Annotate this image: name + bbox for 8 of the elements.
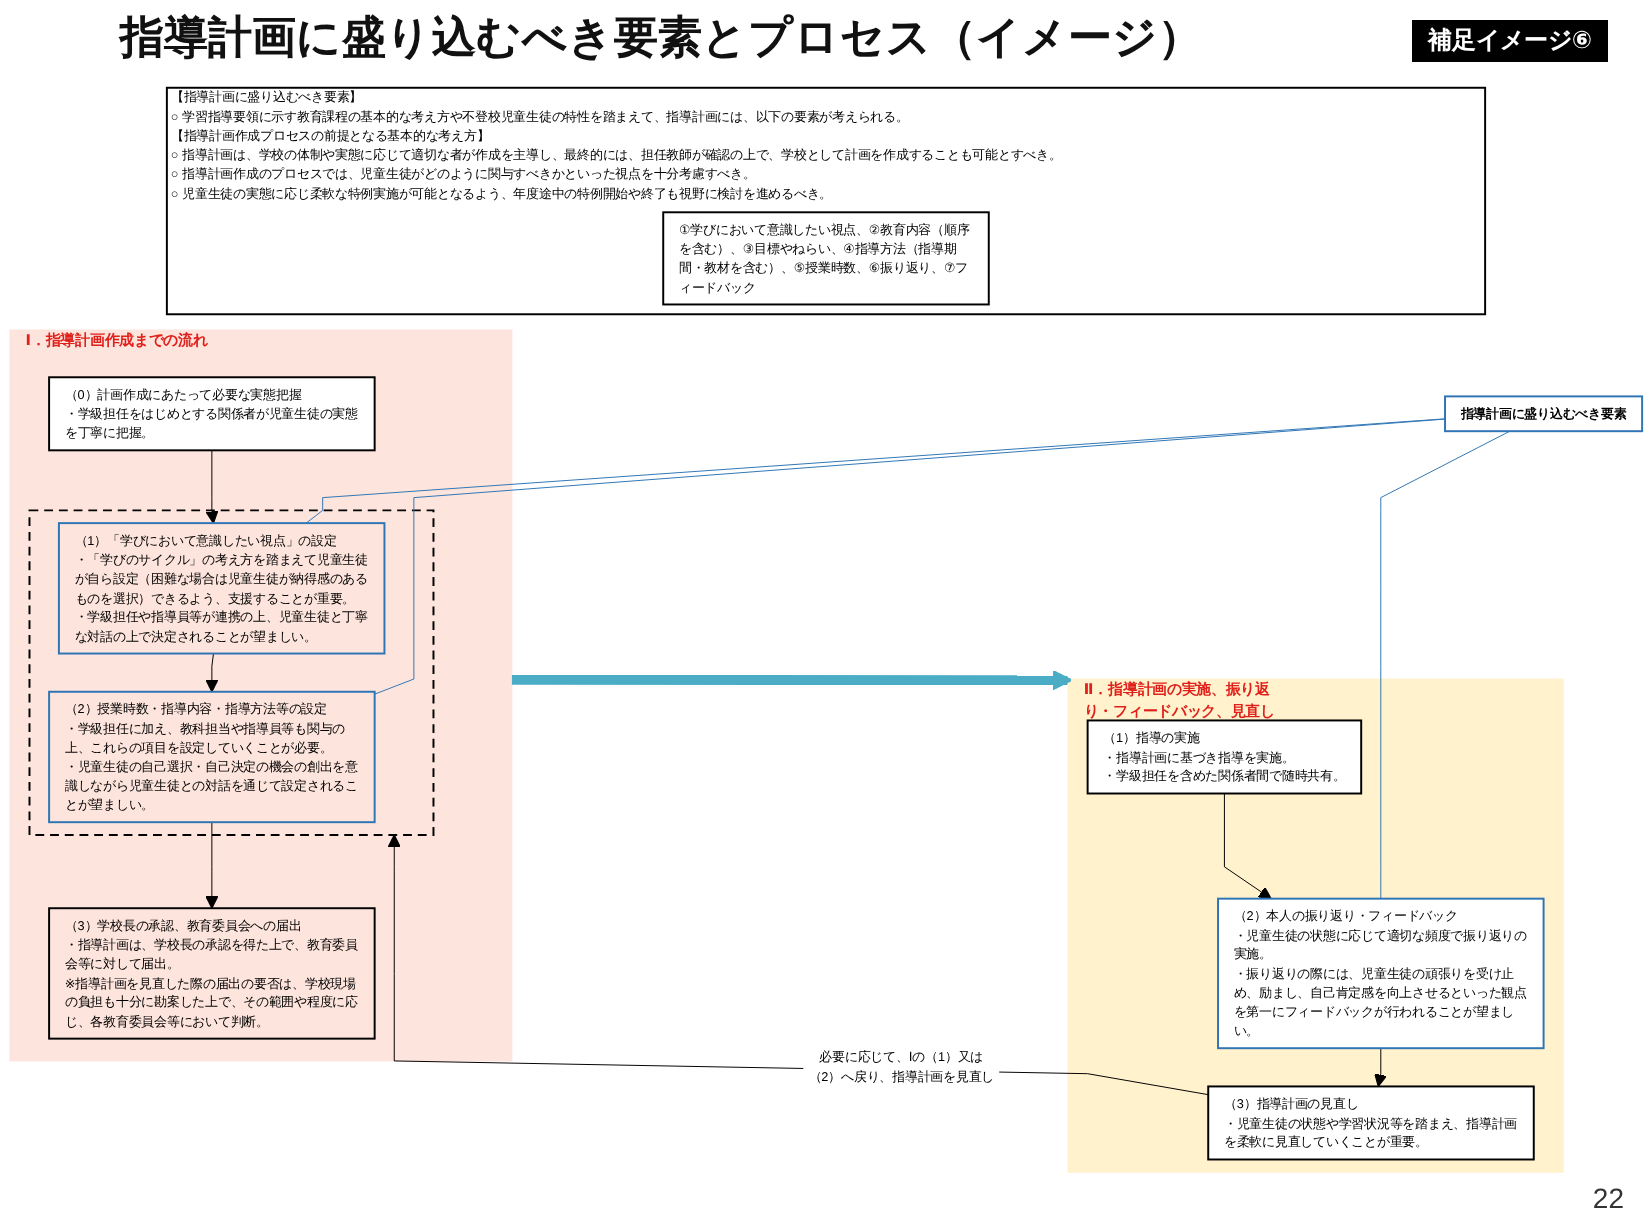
- connector: [374, 418, 1446, 695]
- page-number: 22: [1592, 1182, 1624, 1214]
- connector: [305, 418, 1446, 524]
- cluster: [28, 509, 435, 836]
- arrow: [511, 669, 1073, 691]
- title: 指導計画に盛り込むべき要素とプロセス（イメージ）: [120, 10, 1202, 66]
- slide-tag: 補足イメージ⑥: [1411, 20, 1608, 62]
- connector: [1380, 430, 1511, 900]
